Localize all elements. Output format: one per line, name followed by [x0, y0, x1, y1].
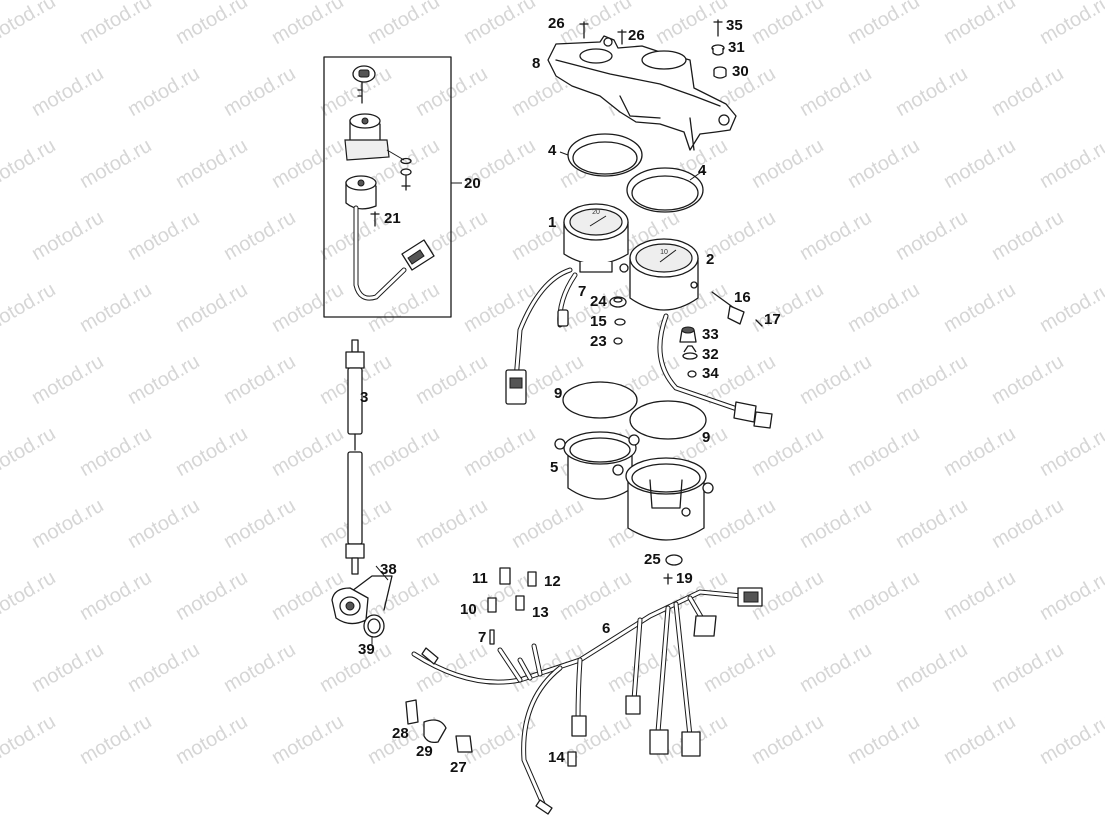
- clips-27-28-29: [405, 699, 473, 753]
- callout-15: 15: [590, 313, 607, 330]
- callout-14: 14: [548, 749, 565, 766]
- callout-26a: 26: [548, 15, 565, 32]
- bulbs-small-parts: [487, 554, 683, 645]
- callout-25: 25: [644, 551, 661, 568]
- callout-3: 3: [360, 389, 369, 406]
- leader-lines: [371, 151, 705, 644]
- speedo-scale: 20: [592, 209, 600, 216]
- callout-27: 27: [450, 759, 467, 776]
- callout-8: 8: [532, 55, 541, 72]
- callout-20: 20: [464, 175, 481, 192]
- wiring-harness-6: [411, 587, 763, 815]
- grommets-23-15-24: [609, 296, 627, 345]
- callout-32: 32: [702, 346, 719, 363]
- speedometer-1: [505, 203, 629, 405]
- callout-21: 21: [384, 210, 401, 227]
- screws-26: [579, 21, 627, 45]
- callout-11: 11: [472, 570, 488, 587]
- callout-4a: 4: [548, 142, 557, 159]
- callout-2: 2: [706, 251, 715, 268]
- callout-19: 19: [676, 570, 693, 587]
- callout-9b: 9: [702, 429, 711, 446]
- sensor-38-39: [331, 575, 393, 638]
- callout-30: 30: [732, 63, 749, 80]
- callout-17: 17: [764, 311, 781, 328]
- tacho-scale: 10: [660, 249, 668, 256]
- callout-4b: 4: [698, 162, 707, 179]
- callout-7b: 7: [478, 629, 487, 646]
- callout-24: 24: [590, 293, 607, 310]
- gauge-rings-4: [567, 133, 704, 213]
- speedo-cable-3: [345, 339, 365, 575]
- bushings-30-31-35: [711, 19, 727, 79]
- callout-39: 39: [358, 641, 375, 658]
- callout-7a: 7: [578, 283, 587, 300]
- callout-1: 1: [548, 214, 557, 231]
- callout-10: 10: [460, 601, 477, 618]
- callout-26b: 26: [628, 27, 645, 44]
- callout-31: 31: [728, 39, 745, 56]
- instrument-bracket: [547, 35, 737, 151]
- callout-16: 16: [734, 289, 751, 306]
- grommets-32-33-34: [679, 326, 698, 378]
- callout-29: 29: [416, 743, 433, 760]
- callout-33: 33: [702, 326, 719, 343]
- callout-13: 13: [532, 604, 549, 621]
- callout-38: 38: [380, 561, 397, 578]
- callout-6: 6: [602, 620, 611, 637]
- callout-23: 23: [590, 333, 607, 350]
- callout-5: 5: [550, 459, 559, 476]
- callout-34: 34: [702, 365, 719, 382]
- callout-9a: 9: [554, 385, 563, 402]
- gauge-housings-5: [554, 431, 714, 541]
- lens-seals-9: [562, 381, 707, 440]
- tachometer-2: [619, 238, 773, 429]
- bulb-holder-16-17: [711, 291, 763, 327]
- callout-28: 28: [392, 725, 409, 742]
- callout-35: 35: [726, 17, 743, 34]
- ignition-switch-kit: [323, 56, 462, 318]
- callout-12: 12: [544, 573, 561, 590]
